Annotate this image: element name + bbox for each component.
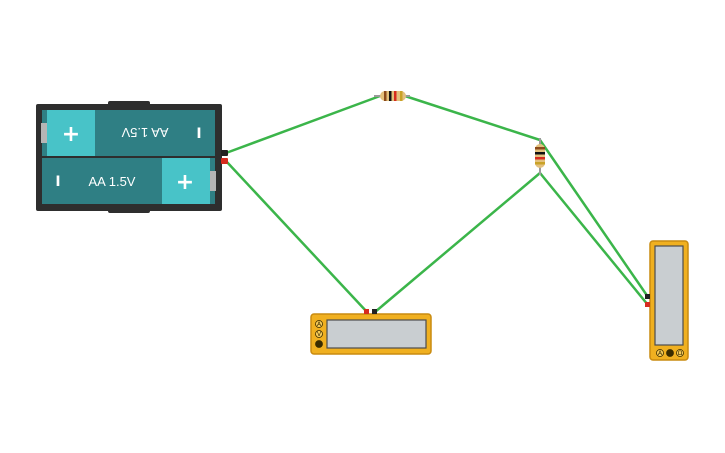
mode-label: Ω	[678, 350, 683, 357]
mode-button-v[interactable]	[315, 330, 323, 338]
mode-label: A	[658, 350, 663, 357]
battery-cell-bottom[interactable]: + I AA 1.5V	[42, 158, 216, 204]
multimeter-horizontal[interactable]: A V	[310, 309, 432, 355]
wire[interactable]	[538, 139, 650, 298]
mode-label: A	[317, 321, 322, 328]
color-band	[389, 91, 392, 101]
minus-symbol: I	[196, 126, 201, 142]
color-band	[384, 91, 387, 101]
contact-terminal	[41, 123, 47, 143]
battery-label: AA 1.5V	[121, 125, 168, 140]
color-band	[535, 147, 545, 150]
resistor-vertical[interactable]	[535, 138, 545, 175]
color-band	[394, 91, 397, 101]
holder-tab	[108, 207, 150, 213]
multimeter-display	[326, 319, 427, 349]
wire[interactable]	[539, 172, 649, 306]
battery-terminal-positive[interactable]	[221, 158, 228, 164]
battery-label: AA 1.5V	[89, 174, 136, 189]
wires	[225, 94, 650, 313]
color-band	[400, 91, 403, 101]
wire[interactable]	[225, 160, 368, 313]
battery-pack[interactable]: + I AA 1.5V + I AA 1.5V	[36, 101, 228, 213]
color-band	[535, 162, 545, 165]
probe-terminal-positive[interactable]	[645, 302, 650, 307]
positive-cap	[47, 110, 95, 156]
mode-button-a[interactable]	[656, 349, 664, 357]
mode-button-v[interactable]	[666, 349, 674, 357]
contact-terminal	[210, 171, 216, 191]
mode-label: V	[317, 331, 322, 338]
mode-button-ohm[interactable]	[676, 349, 684, 357]
color-band	[535, 152, 545, 155]
wire[interactable]	[225, 94, 381, 155]
battery-cell-top[interactable]: + I AA 1.5V	[41, 110, 215, 156]
probe-terminal-positive[interactable]	[364, 309, 369, 314]
multimeter-display	[654, 245, 684, 346]
plus-symbol: +	[62, 122, 80, 147]
color-band	[535, 157, 545, 160]
holder-tab	[108, 101, 150, 107]
battery-terminal-negative[interactable]	[221, 150, 228, 156]
wire[interactable]	[404, 94, 541, 142]
multimeter-vertical[interactable]: A Ω	[645, 240, 689, 361]
probe-terminal-negative[interactable]	[645, 294, 650, 299]
minus-symbol: I	[55, 174, 60, 190]
probe-terminal-negative[interactable]	[372, 309, 377, 314]
resistor-horizontal[interactable]	[374, 91, 410, 101]
plus-symbol: +	[176, 170, 194, 195]
wire[interactable]	[374, 172, 541, 313]
positive-cap	[162, 158, 210, 204]
mode-button-a[interactable]	[315, 320, 323, 328]
mode-button-ohm[interactable]	[315, 340, 323, 348]
